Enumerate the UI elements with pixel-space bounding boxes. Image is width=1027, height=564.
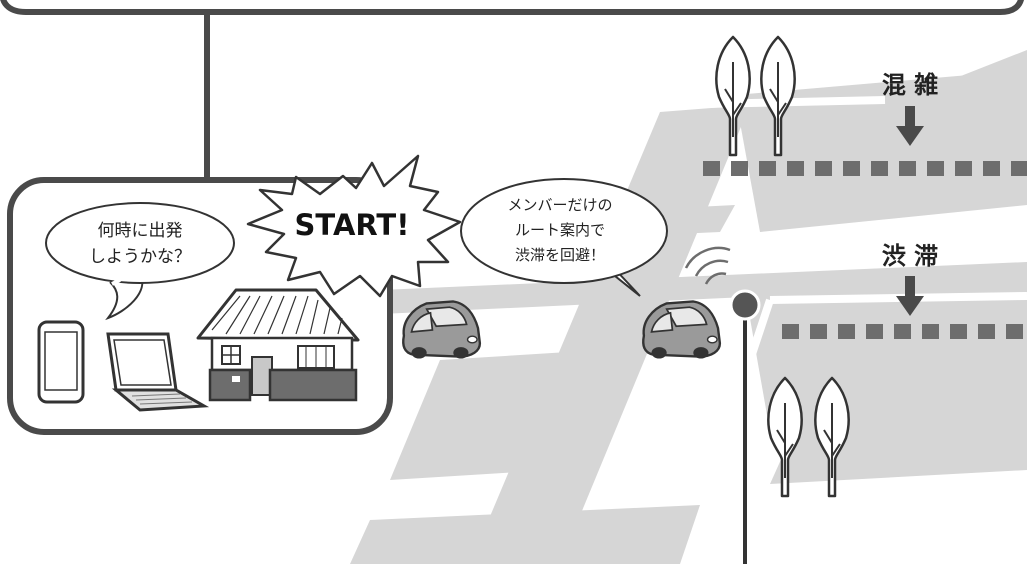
- route-speech-bubble: [460, 178, 668, 297]
- arrow-down-icon: [896, 276, 924, 316]
- route-bubble-line-3: 渋滞を回避！: [515, 246, 605, 264]
- start-burst: [246, 154, 462, 298]
- car-icon: [642, 300, 722, 360]
- car-icon: [402, 300, 482, 360]
- route-bubble-line-2: ルート案内で: [515, 221, 605, 239]
- traffic-jam-label: 渋 滞: [882, 242, 938, 270]
- congestion-label: 混 雑: [882, 71, 938, 99]
- route-bubble-line-1: メンバーだけの: [507, 196, 612, 214]
- signal-pole: [729, 289, 761, 564]
- home-thought-bubble: [45, 202, 235, 321]
- arrow-down-icon: [896, 106, 924, 146]
- signal-waves-icon: [684, 246, 731, 285]
- laptop-icon: [106, 332, 210, 412]
- top-panel-frame: [0, 0, 1024, 15]
- home-bubble-line-1: 何時に出発: [98, 221, 183, 241]
- smartphone-icon: [37, 320, 85, 404]
- traffic-jam-markers: [782, 324, 1023, 339]
- start-label: START!: [295, 208, 410, 242]
- home-bubble-line-2: しようかな？: [89, 247, 191, 267]
- congestion-markers: [703, 161, 1027, 176]
- house-icon: [196, 288, 360, 402]
